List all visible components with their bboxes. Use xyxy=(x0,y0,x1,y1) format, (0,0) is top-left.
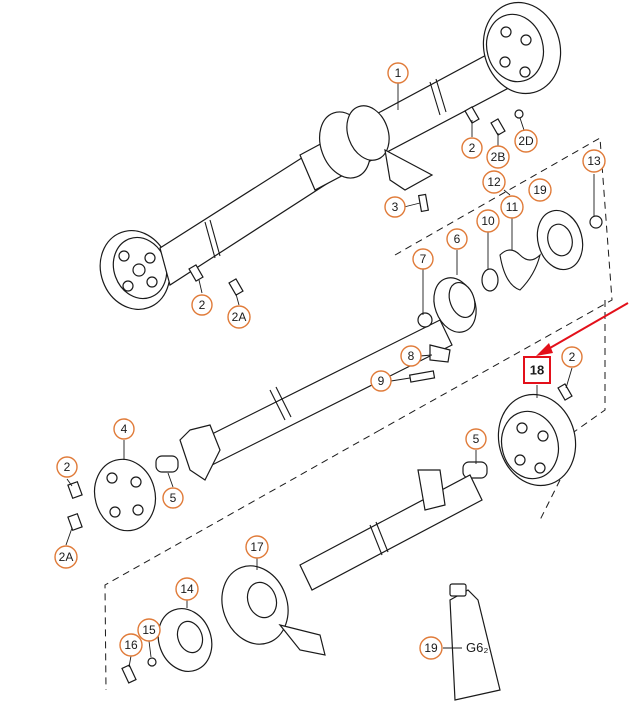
svg-text:16: 16 xyxy=(124,638,138,652)
callout-2-right: 2 xyxy=(561,346,583,368)
callout-15: 15 xyxy=(137,618,161,642)
lower-driveshaft xyxy=(121,469,483,684)
svg-text:19: 19 xyxy=(424,641,438,655)
callout-9: 9 xyxy=(370,370,392,392)
callout-5-right: 5 xyxy=(465,428,487,450)
svg-text:2A: 2A xyxy=(232,310,247,324)
assembly-frame-dashed xyxy=(104,137,613,691)
svg-text:2A: 2A xyxy=(59,550,74,564)
svg-text:6: 6 xyxy=(454,232,461,246)
callout-2a-lower: 2A xyxy=(54,545,78,569)
grease-tube xyxy=(449,583,501,701)
callout-16: 16 xyxy=(119,633,143,657)
callout-8: 8 xyxy=(400,345,422,367)
callout-4: 4 xyxy=(113,418,135,440)
svg-text:10: 10 xyxy=(481,214,495,228)
svg-text:12: 12 xyxy=(487,175,501,189)
svg-text:2: 2 xyxy=(199,298,206,312)
highlighted-callout-18[interactable]: 18 xyxy=(523,356,551,384)
callout-2a-upper: 2A xyxy=(227,305,251,329)
svg-text:7: 7 xyxy=(420,252,427,266)
flex-disc-assembly-right xyxy=(462,383,577,487)
svg-text:2: 2 xyxy=(469,141,476,155)
svg-text:18: 18 xyxy=(530,363,544,378)
callout-13: 13 xyxy=(582,149,606,173)
svg-text:5: 5 xyxy=(473,432,480,446)
callout-2b: 2B xyxy=(486,145,510,169)
svg-text:2: 2 xyxy=(64,460,71,474)
grease-tube-label: G6₂ xyxy=(466,640,488,655)
svg-text:13: 13 xyxy=(587,154,601,168)
callout-19-lower: 19 xyxy=(419,636,443,660)
callout-7: 7 xyxy=(412,248,434,270)
callout-2d: 2D xyxy=(514,129,538,153)
svg-text:15: 15 xyxy=(142,623,156,637)
callout-1: 1 xyxy=(387,62,409,84)
callout-2-upper: 2 xyxy=(461,137,483,159)
upper-driveshaft xyxy=(99,1,562,310)
callout-11: 11 xyxy=(500,195,524,219)
upper-bolts xyxy=(188,106,524,296)
callout-2-lower-left: 2 xyxy=(56,456,78,478)
svg-text:9: 9 xyxy=(378,374,385,388)
callout-17: 17 xyxy=(245,535,269,559)
callout-6: 6 xyxy=(446,228,468,250)
middle-shaft xyxy=(179,209,603,481)
svg-text:17: 17 xyxy=(250,540,264,554)
callout-10: 10 xyxy=(476,209,500,233)
svg-text:11: 11 xyxy=(506,200,519,214)
svg-text:19: 19 xyxy=(533,183,547,197)
svg-text:14: 14 xyxy=(180,582,194,596)
svg-text:4: 4 xyxy=(121,422,128,436)
svg-text:2B: 2B xyxy=(491,150,506,164)
callout-2-left: 2 xyxy=(191,294,213,316)
svg-text:2D: 2D xyxy=(518,134,534,148)
svg-text:8: 8 xyxy=(408,349,415,363)
callout-5-left: 5 xyxy=(162,487,184,509)
leader-lines xyxy=(65,83,595,668)
callout-19-upper: 19 xyxy=(528,178,552,202)
highlight-arrow-icon xyxy=(536,302,629,356)
callout-12: 12 xyxy=(482,170,506,194)
callout-14: 14 xyxy=(175,577,199,601)
svg-text:3: 3 xyxy=(392,200,399,214)
svg-text:1: 1 xyxy=(395,66,402,80)
callout-3: 3 xyxy=(384,196,406,218)
svg-text:2: 2 xyxy=(569,350,576,364)
flex-disc-assembly-left xyxy=(67,455,179,532)
svg-text:5: 5 xyxy=(170,491,177,505)
